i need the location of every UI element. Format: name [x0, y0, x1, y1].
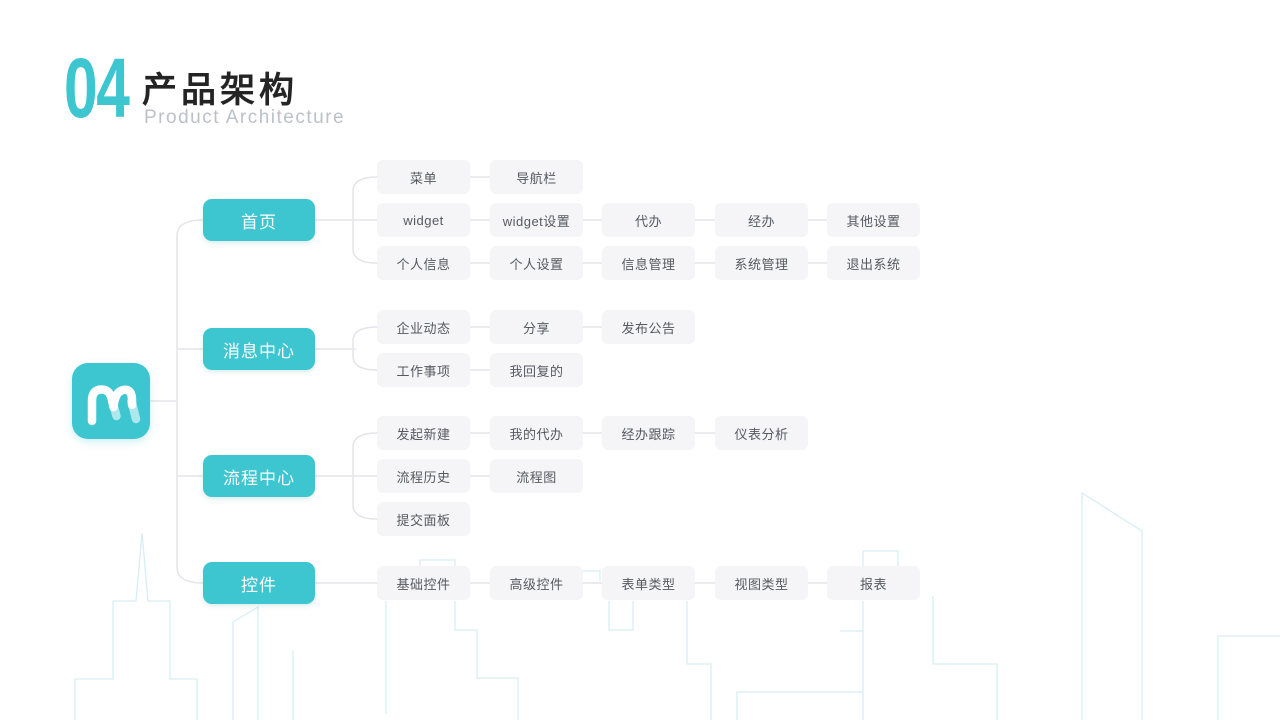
leaf-node: 仪表分析 — [715, 416, 808, 450]
leaf-node: 流程图 — [490, 459, 583, 493]
leaf-node: 其他设置 — [827, 203, 920, 237]
page-title: 产品架构 — [142, 71, 299, 110]
leaf-node: 经办 — [715, 203, 808, 237]
leaf-node: 菜单 — [377, 160, 470, 194]
leaf-node: 信息管理 — [602, 246, 695, 280]
branch-node: 控件 — [203, 562, 315, 604]
leaf-node: 发起新建 — [377, 416, 470, 450]
leaf-node: 个人信息 — [377, 246, 470, 280]
leaf-node: 分享 — [490, 310, 583, 344]
leaf-node: 代办 — [602, 203, 695, 237]
leaf-node: widget设置 — [490, 203, 583, 237]
leaf-node: 经办跟踪 — [602, 416, 695, 450]
leaf-node: 个人设置 — [490, 246, 583, 280]
leaf-node: 发布公告 — [602, 310, 695, 344]
leaf-node: 提交面板 — [377, 502, 470, 536]
leaf-node: 流程历史 — [377, 459, 470, 493]
page-subtitle: Product Architecture — [144, 107, 346, 128]
leaf-node: widget — [377, 203, 470, 237]
leaf-node: 基础控件 — [377, 566, 470, 600]
leaf-node: 企业动态 — [377, 310, 470, 344]
section-number: 04 — [64, 41, 130, 135]
leaf-node: 高级控件 — [490, 566, 583, 600]
branch-node: 流程中心 — [203, 455, 315, 497]
leaf-node: 表单类型 — [602, 566, 695, 600]
leaf-node: 我回复的 — [490, 353, 583, 387]
leaf-node: 报表 — [827, 566, 920, 600]
leaf-node: 工作事项 — [377, 353, 470, 387]
leaf-node: 我的代办 — [490, 416, 583, 450]
branch-node: 消息中心 — [203, 328, 315, 370]
leaf-node: 系统管理 — [715, 246, 808, 280]
leaf-node: 导航栏 — [490, 160, 583, 194]
leaf-node: 退出系统 — [827, 246, 920, 280]
logo — [72, 363, 150, 439]
branch-node: 首页 — [203, 199, 315, 241]
leaf-node: 视图类型 — [715, 566, 808, 600]
logo-m-icon — [87, 385, 141, 426]
